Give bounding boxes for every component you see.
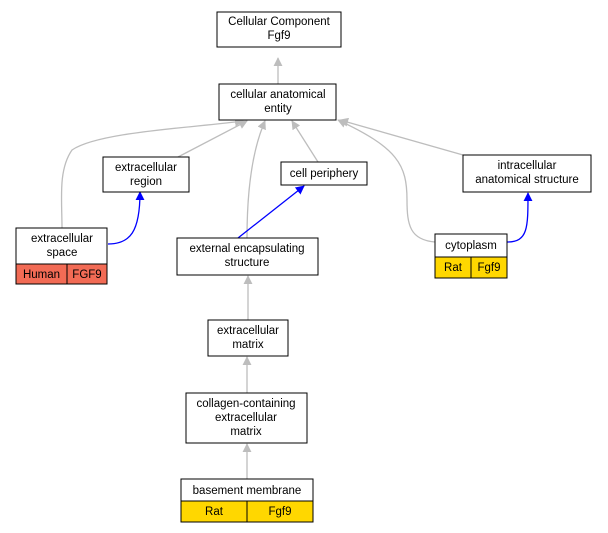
node-label-line: external encapsulating [189,243,304,255]
node-cellular-anatomical-entity[interactable]: cellular anatomical entity [218,83,337,121]
edge-external-encapsulating-structure-part-of-cell-periphery [237,185,305,239]
node-label-line: cellular anatomical [230,89,325,101]
node-label-line: cytoplasm [445,240,497,252]
gene-badge [470,256,508,279]
node-extracellular-space[interactable]: extracellular space Human FGF9 [15,227,108,285]
edge-cell-periphery-to-cellular-anatomical-entity [291,120,319,163]
edge-extracellular-space-to-cellular-anatomical-entity [60,117,244,229]
node-collagen-containing-extracellular-matrix[interactable]: collagen-containing extracellular matrix [185,392,308,444]
edge-extracellular-space-part-of-extracellular-region [107,191,145,245]
node-label-line: space [47,247,78,259]
species-label: Human [23,269,60,281]
node-label-line: basement membrane [193,485,302,497]
gene-badge [246,500,314,523]
node-label-line: cell periphery [290,168,359,180]
node-label-line: entity [264,103,292,115]
gene-label: Fgf9 [477,262,500,274]
node-label-line: extracellular [31,233,93,245]
node-label-line: collagen-containing [196,398,295,410]
node-extracellular-matrix[interactable]: extracellular matrix [207,319,289,357]
node-label-line: Fgf9 [267,30,290,42]
species-label: Rat [444,262,463,274]
node-label-line: matrix [232,339,264,351]
node-external-encapsulating-structure[interactable]: external encapsulating structure [176,237,319,276]
species-label: Rat [205,506,224,518]
gene-label: Fgf9 [268,506,291,518]
edge-extracellular-region-to-cellular-anatomical-entity [177,120,248,158]
node-label-line: region [130,176,162,188]
node-basement-membrane[interactable]: basement membrane Rat Fgf9 [180,478,314,523]
node-extracellular-region[interactable]: extracellular region [102,156,190,193]
node-intracellular-anatomical-structure[interactable]: intracellular anatomical structure [462,154,592,193]
node-cellular-component-fgf9[interactable]: Cellular Component Fgf9 [216,11,342,48]
node-label-line: extracellular [215,412,277,424]
node-label-line: structure [225,257,270,269]
nodes-layer: Cellular Component Fgf9 cellular anatomi… [15,11,592,523]
node-label-line: extracellular [217,325,279,337]
node-label-line: matrix [230,426,262,438]
edges-layer [60,57,533,479]
edge-cytoplasm-to-cellular-anatomical-entity [337,119,436,243]
node-label-line: anatomical structure [475,174,579,186]
gene-label: FGF9 [72,269,101,281]
node-label-line: Cellular Component [228,16,330,28]
node-label-line: extracellular [115,162,177,174]
gene-badge [66,263,108,285]
edge-intracellular-anatomical-structure-to-cellular-anatomical-entity [339,117,464,156]
node-cytoplasm[interactable]: cytoplasm Rat Fgf9 [434,233,508,279]
node-label-line: intracellular [498,160,557,172]
edge-cytoplasm-part-of-intracellular-anatomical-structure [506,192,533,243]
node-cell-periphery[interactable]: cell periphery [280,161,368,186]
edge-external-encapsulating-structure-to-cellular-anatomical-entity [246,120,266,239]
